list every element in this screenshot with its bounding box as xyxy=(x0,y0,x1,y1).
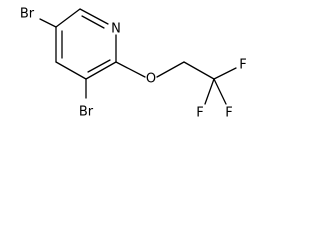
bond-ring-double-c6-n1 xyxy=(81,15,105,29)
atom-label-n1: N xyxy=(111,22,121,37)
bond-cf3-f3 xyxy=(204,78,215,105)
atom-label-f2: F xyxy=(225,106,232,121)
atom-label-f1: F xyxy=(239,58,246,73)
atom-label-f3: F xyxy=(196,106,203,121)
bond-ring-c2-c3 xyxy=(85,61,117,80)
atom-label-o1: O xyxy=(146,72,156,87)
bond-ring-c5-c6 xyxy=(55,8,81,28)
bond-c5-br1 xyxy=(39,18,57,28)
bond-cf3-f1 xyxy=(213,67,237,80)
bond-cf3-f2 xyxy=(213,78,227,105)
atom-label-br1: Br xyxy=(20,7,35,22)
bond-ch2-cf3 xyxy=(183,61,215,80)
bond-ring-c3-c4 xyxy=(55,61,87,80)
atom-label-br2: Br xyxy=(79,105,94,120)
structure-diagram: Br N O Br F F F xyxy=(20,7,247,121)
bond-ring-c6-n1 xyxy=(79,8,109,25)
bond-o1-ch2 xyxy=(156,61,185,78)
bond-c2-o1 xyxy=(115,61,146,78)
bond-ring-double-c2-c3 xyxy=(87,59,111,73)
